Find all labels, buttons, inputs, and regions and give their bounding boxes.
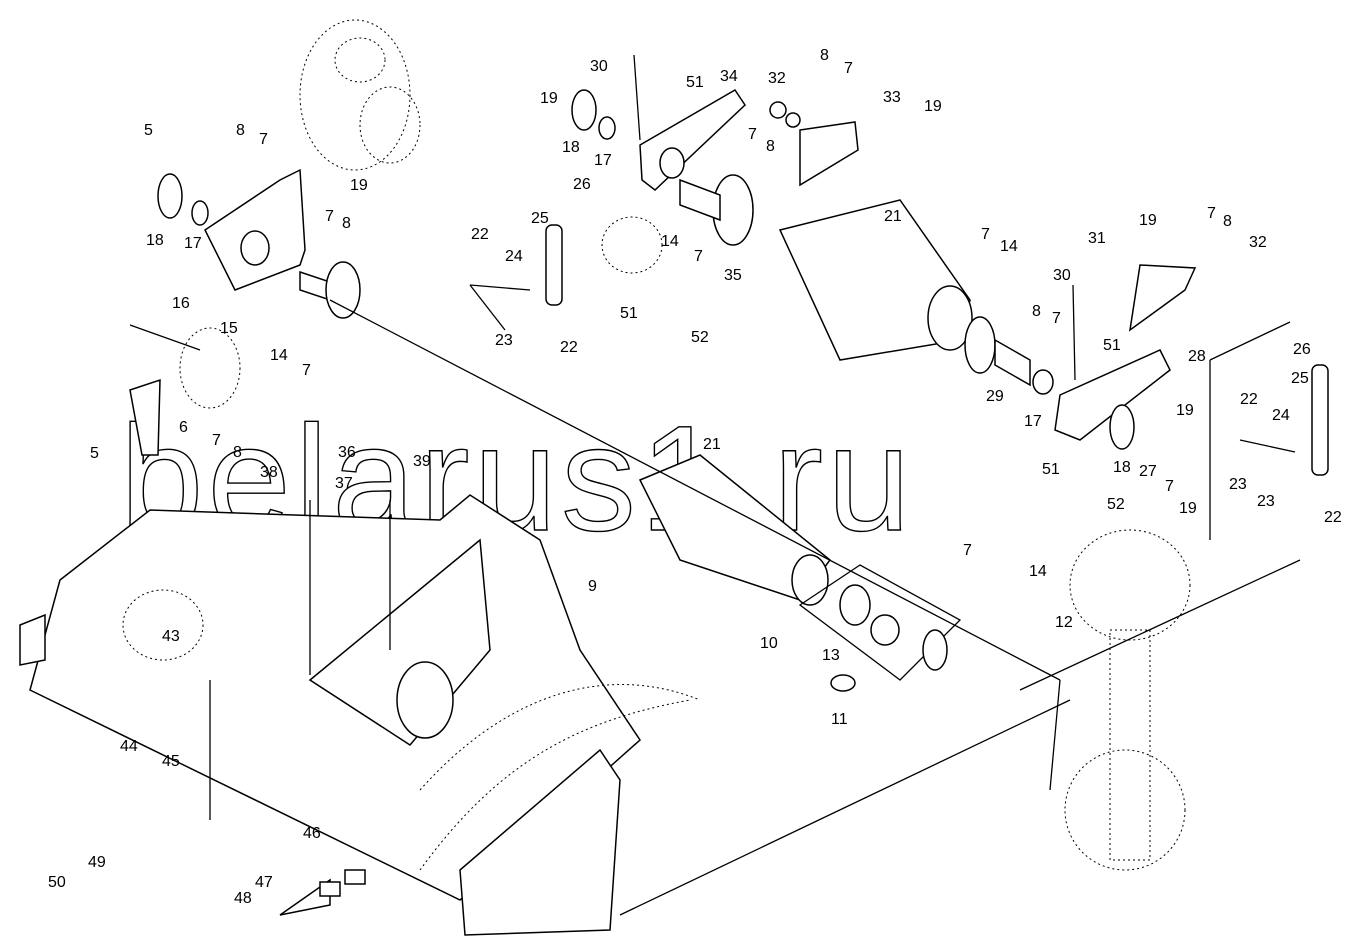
callout: 23 bbox=[495, 332, 513, 349]
callout: 34 bbox=[720, 68, 738, 85]
callout: 7 bbox=[1207, 205, 1216, 222]
callout: 24 bbox=[1272, 407, 1290, 424]
callout: 7 bbox=[844, 60, 853, 77]
center-bracket-assembly bbox=[469, 54, 859, 331]
callout: 32 bbox=[1249, 234, 1267, 251]
callout: 14 bbox=[661, 233, 679, 250]
callout: 25 bbox=[1291, 370, 1309, 387]
callout: 36 bbox=[338, 444, 356, 461]
main-frame bbox=[19, 378, 701, 936]
callout: 12 bbox=[1055, 614, 1073, 631]
upper-roller bbox=[778, 199, 1054, 395]
callout: 17 bbox=[594, 152, 612, 169]
callout: 18 bbox=[562, 139, 580, 156]
callout: 25 bbox=[531, 210, 549, 227]
callout: 18 bbox=[146, 232, 164, 249]
callout: 21 bbox=[703, 436, 721, 453]
callout: 19 bbox=[1139, 212, 1157, 229]
callout: 7 bbox=[302, 362, 311, 379]
callout: 22 bbox=[471, 226, 489, 243]
callout: 22 bbox=[560, 339, 578, 356]
callout: 18 bbox=[1113, 459, 1131, 476]
callout: 52 bbox=[691, 329, 709, 346]
callout: 32 bbox=[768, 70, 786, 87]
callout: 44 bbox=[120, 738, 138, 755]
leader-lines bbox=[209, 299, 1301, 916]
callout: 8 bbox=[233, 444, 242, 461]
callout: 33 bbox=[883, 89, 901, 106]
callout: 7 bbox=[748, 126, 757, 143]
callout: 26 bbox=[573, 176, 591, 193]
callout: 8 bbox=[820, 47, 829, 64]
callout: 5 bbox=[144, 122, 153, 139]
callout: 39 bbox=[413, 453, 431, 470]
callout: 19 bbox=[1179, 500, 1197, 517]
callout: 7 bbox=[981, 226, 990, 243]
callout: 13 bbox=[822, 647, 840, 664]
callout: 51 bbox=[1103, 337, 1121, 354]
right-bracket-assembly bbox=[1054, 264, 1329, 540]
callout: 43 bbox=[162, 628, 180, 645]
callout: 17 bbox=[184, 235, 202, 252]
callout: 11 bbox=[831, 711, 848, 728]
gearbox-column-dotted bbox=[1064, 529, 1191, 871]
callout: 9 bbox=[588, 578, 597, 595]
callout: 7 bbox=[963, 542, 972, 559]
callout: 8 bbox=[236, 122, 245, 139]
callout: 50 bbox=[48, 874, 66, 891]
callout: 19 bbox=[350, 177, 368, 194]
callout: 27 bbox=[1139, 463, 1157, 480]
callout: 7 bbox=[259, 131, 268, 148]
callout: 47 bbox=[255, 874, 273, 891]
callout: 16 bbox=[172, 295, 190, 312]
callout: 14 bbox=[270, 347, 288, 364]
callout: 35 bbox=[724, 267, 742, 284]
callout: 26 bbox=[1293, 341, 1311, 358]
callout: 23 bbox=[1229, 476, 1247, 493]
callout: 45 bbox=[162, 753, 180, 770]
callout: 30 bbox=[1053, 267, 1071, 284]
callout: 7 bbox=[325, 208, 334, 225]
callout: 19 bbox=[540, 90, 558, 107]
callout: 29 bbox=[986, 388, 1004, 405]
callout: 21 bbox=[884, 208, 902, 225]
callout: 46 bbox=[303, 825, 321, 842]
drive-housing-dotted bbox=[299, 19, 421, 171]
callout: 22 bbox=[1324, 509, 1342, 526]
callout: 7 bbox=[212, 432, 221, 449]
callout: 51 bbox=[1042, 461, 1060, 478]
callout: 22 bbox=[1240, 391, 1258, 408]
callout: 17 bbox=[1024, 413, 1042, 430]
callout: 51 bbox=[686, 74, 704, 91]
callout: 10 bbox=[760, 635, 778, 652]
lower-roller-and-coupling bbox=[638, 454, 962, 692]
callout: 37 bbox=[335, 475, 353, 492]
callout: 8 bbox=[342, 215, 351, 232]
callout: 14 bbox=[1000, 238, 1018, 255]
callout: 6 bbox=[179, 419, 188, 436]
callout-labels: 5 8 7 19 18 17 7 8 16 15 14 7 30 51 34 1… bbox=[48, 47, 1342, 907]
callout: 19 bbox=[924, 98, 942, 115]
callout: 28 bbox=[1188, 348, 1206, 365]
callout: 5 bbox=[90, 445, 99, 462]
callout: 24 bbox=[505, 248, 523, 265]
callout: 23 bbox=[1257, 493, 1275, 510]
left-bearing-plate bbox=[129, 168, 361, 409]
callout: 8 bbox=[1223, 213, 1232, 230]
callout: 8 bbox=[1032, 303, 1041, 320]
callout: 7 bbox=[694, 248, 703, 265]
callout: 51 bbox=[620, 305, 638, 322]
callout: 7 bbox=[1052, 310, 1061, 327]
callout: 31 bbox=[1088, 230, 1106, 247]
callout: 15 bbox=[220, 320, 238, 337]
callout: 19 bbox=[1176, 402, 1194, 419]
callout: 52 bbox=[1107, 496, 1125, 513]
callout: 30 bbox=[590, 58, 608, 75]
callout: 38 bbox=[260, 464, 278, 481]
callout: 48 bbox=[234, 890, 252, 907]
callout: 8 bbox=[766, 138, 775, 155]
callout: 7 bbox=[1165, 478, 1174, 495]
callout: 49 bbox=[88, 854, 106, 871]
callout: 14 bbox=[1029, 563, 1047, 580]
